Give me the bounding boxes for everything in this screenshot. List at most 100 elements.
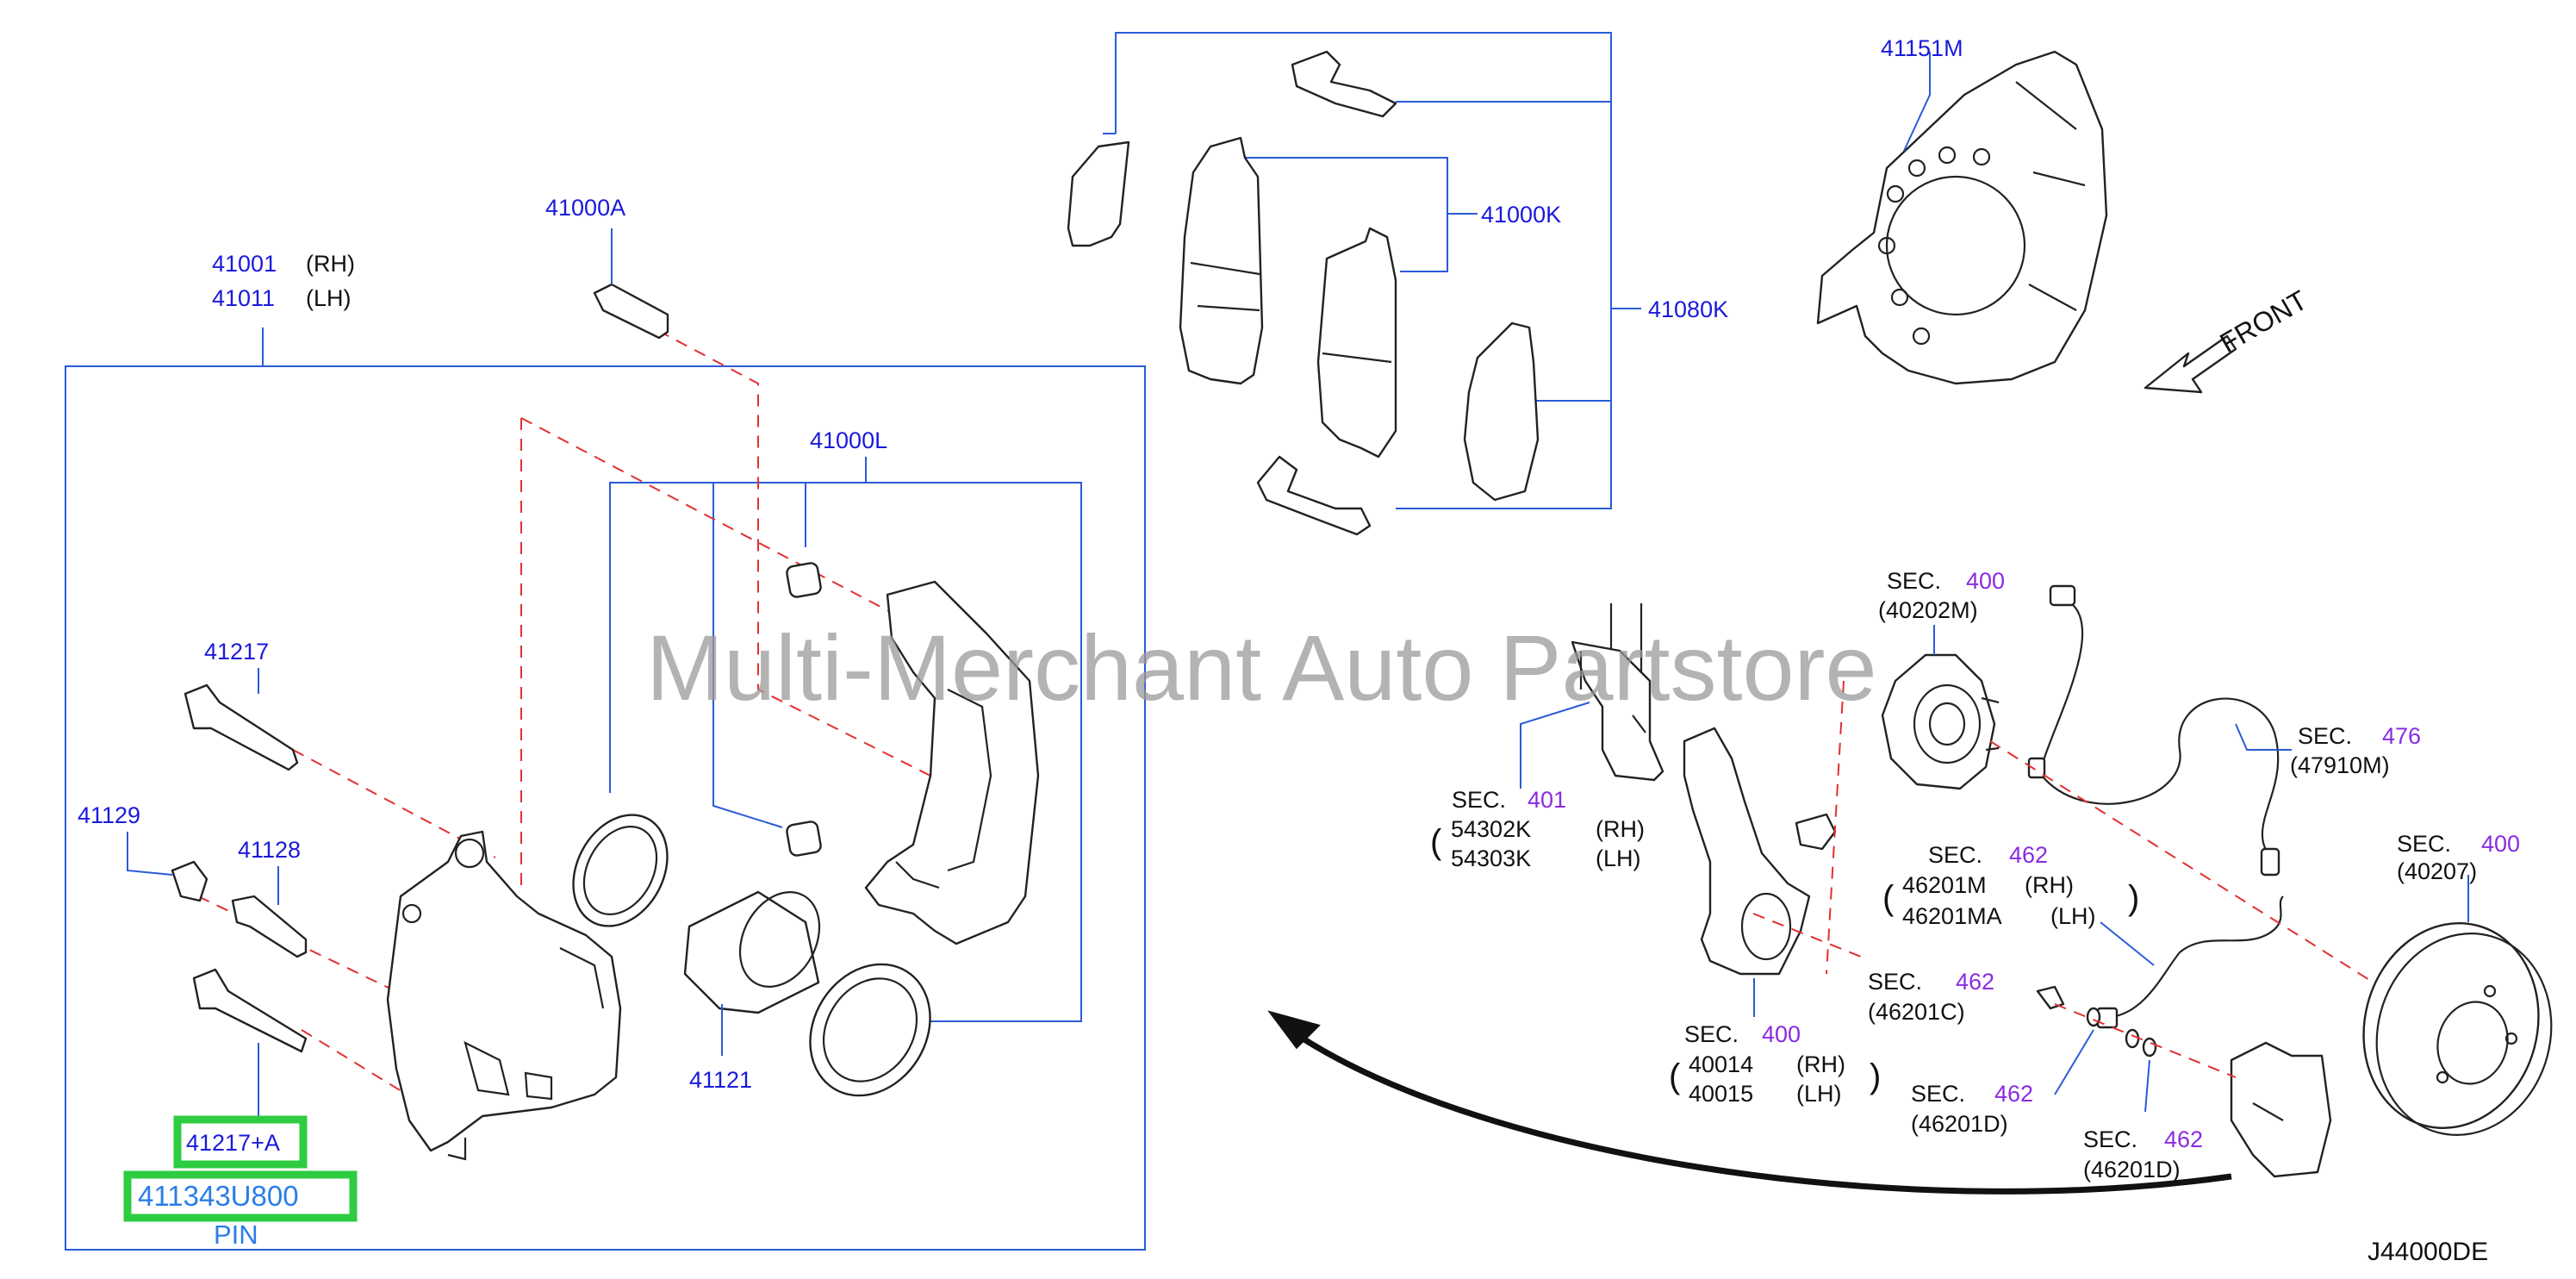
svg-text:(RH): (RH)	[1796, 1051, 1845, 1077]
svg-text:400: 400	[1966, 568, 2005, 594]
rotor-label: SEC. 400 (40207)	[2397, 831, 2520, 884]
suspension-assembly-lines	[1752, 680, 2374, 1078]
sensor-label: SEC. 476 (47910M)	[2290, 723, 2421, 778]
washers	[2086, 1007, 2157, 1058]
banjo-bolt	[2036, 985, 2065, 1010]
diagram-code: J44000DE	[2368, 1238, 2488, 1266]
pin-highlight-box	[173, 1115, 308, 1169]
label-41000a: 41000A	[545, 195, 625, 221]
bushing-upper	[786, 562, 822, 598]
svg-text:SEC.: SEC.	[1911, 1081, 1965, 1107]
pad-retainer-top	[1291, 50, 1397, 118]
svg-text:(: (	[1882, 879, 1895, 917]
brake-pad-outer	[1316, 227, 1397, 459]
label-41128: 41128	[238, 837, 301, 863]
svg-text:40015: 40015	[1689, 1081, 1753, 1107]
banjo-bolt-label: SEC. 462 (46201C)	[1868, 969, 1994, 1025]
knuckle-label: SEC. 400 40014 (RH) 40015 (LH) ( )	[1669, 1021, 1881, 1107]
label-41080k: 41080K	[1648, 296, 1728, 322]
anti-squeal-shim-right	[1463, 321, 1540, 502]
svg-text:46201M: 46201M	[1902, 872, 1987, 898]
svg-text:SEC.: SEC.	[2397, 831, 2451, 857]
caliper-rh-side: (RH)	[306, 251, 355, 277]
svg-text:46201MA: 46201MA	[1902, 903, 2002, 929]
abs-sensor	[2027, 584, 2280, 877]
svg-text:(47910M): (47910M)	[2290, 752, 2390, 778]
caliper-body	[386, 830, 622, 1161]
svg-text:400: 400	[2481, 831, 2520, 857]
svg-text:400: 400	[1762, 1021, 1801, 1047]
wheel-hub	[1881, 653, 2000, 790]
bolt-41000a	[593, 283, 669, 340]
svg-text:): )	[2128, 879, 2139, 917]
svg-text:(40202M): (40202M)	[1878, 597, 1978, 623]
svg-text:(46201D): (46201D)	[2083, 1157, 2181, 1182]
svg-text:(: (	[1669, 1058, 1681, 1095]
caliper-lh-code: 41011	[212, 285, 275, 311]
piston	[683, 890, 821, 1014]
svg-text:SEC.: SEC.	[1684, 1021, 1739, 1047]
washer-b-label: SEC. 462 (46201D)	[2083, 1126, 2203, 1182]
backing-plate	[1816, 50, 2108, 385]
pin-part-number: 411343U800	[138, 1180, 299, 1212]
hub-label: SEC. 400 (40202M)	[1878, 568, 2005, 623]
pad-kit-frame	[1103, 32, 1641, 509]
svg-text:476: 476	[2382, 723, 2421, 749]
bushing-lower	[786, 820, 822, 857]
svg-text:54302K: 54302K	[1451, 816, 1531, 842]
label-41129: 41129	[78, 802, 140, 828]
slide-pin-41217a	[192, 968, 308, 1053]
bleeder-cap-41129	[171, 860, 208, 902]
caliper-assembly-frame	[65, 365, 1146, 1251]
svg-text:(46201D): (46201D)	[1911, 1111, 2008, 1137]
svg-text:(RH): (RH)	[2025, 872, 2074, 898]
large-curved-arrow	[1267, 1010, 2232, 1195]
svg-text:SEC.: SEC.	[1887, 568, 1941, 594]
caliper-rh-code: 41001	[212, 251, 277, 277]
anti-squeal-shim-left	[1067, 140, 1130, 247]
svg-text:(LH): (LH)	[1796, 1081, 1842, 1107]
svg-text:SEC.: SEC.	[2298, 723, 2352, 749]
strut-label: SEC. 401 54302K (RH) 54303K (LH) (	[1430, 787, 1645, 871]
front-label: FRONT	[2215, 284, 2312, 359]
brake-rotor	[2362, 922, 2553, 1136]
piston-seal	[572, 814, 669, 927]
label-41217a: 41217+A	[186, 1130, 280, 1156]
brake-hose	[2096, 895, 2284, 1029]
svg-text:(46201C): (46201C)	[1868, 999, 1965, 1025]
svg-text:SEC.: SEC.	[1928, 842, 1982, 868]
svg-text:(40207): (40207)	[2397, 858, 2477, 884]
svg-text:(: (	[1430, 823, 1442, 861]
svg-text:(LH): (LH)	[1596, 845, 1641, 871]
bleeder-41128	[231, 895, 308, 958]
pad-retainer-bottom	[1256, 455, 1372, 536]
small-caliper	[2230, 1041, 2332, 1178]
main-pin-41217	[184, 683, 299, 771]
svg-text:462: 462	[1994, 1081, 2033, 1107]
pin-part-number-box	[123, 1170, 358, 1222]
strut-assembly	[1571, 603, 1664, 782]
brake-pad-inner	[1179, 136, 1264, 385]
svg-text:): )	[1870, 1058, 1881, 1095]
label-41121: 41121	[689, 1067, 752, 1093]
front-arrow-icon	[2144, 334, 2237, 394]
svg-text:SEC.: SEC.	[1868, 969, 1922, 995]
label-41000l: 41000L	[810, 427, 887, 453]
pin-highlight-group: 41217+A 411343U800 PIN	[123, 1115, 358, 1250]
dust-boot	[809, 963, 931, 1097]
pin-name: PIN	[214, 1220, 258, 1250]
svg-text:(LH): (LH)	[2050, 903, 2096, 929]
svg-text:SEC.: SEC.	[2083, 1126, 2137, 1152]
label-41000k: 41000K	[1481, 202, 1561, 228]
washer-a-label: SEC. 462 (46201D)	[1911, 1081, 2033, 1137]
svg-text:SEC.: SEC.	[1452, 787, 1506, 813]
svg-text:462: 462	[1956, 969, 1994, 995]
svg-text:462: 462	[2009, 842, 2048, 868]
svg-text:462: 462	[2164, 1126, 2203, 1152]
svg-text:(RH): (RH)	[1596, 816, 1645, 842]
svg-text:54303K: 54303K	[1451, 845, 1531, 871]
caliper-bracket	[864, 580, 1040, 945]
caliper-assembly-label: 41001 (RH) 41011 (LH)	[212, 251, 355, 311]
caliper-lh-side: (LH)	[306, 285, 352, 311]
